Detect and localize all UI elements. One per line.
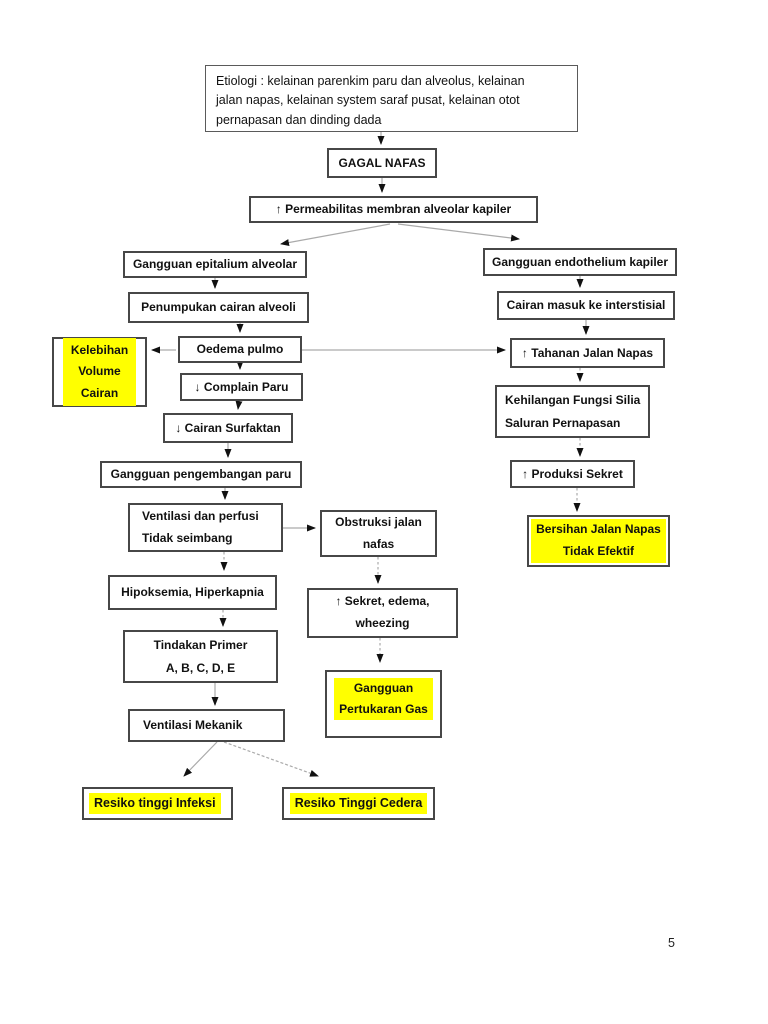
node-gangguan-epitalium-label: Gangguan epitalium alveolar [132, 257, 298, 271]
node-resiko-tinggi-infeksi-label: Resiko tinggi Infeksi [89, 792, 221, 815]
node-obstruksi-jalan-nafas: Obstruksi jalan nafas [320, 510, 437, 557]
node-gangguan-pertukaran-gas: Gangguan Pertukaran Gas [325, 670, 442, 738]
node-bersihan-jalan-napas: Bersihan Jalan Napas Tidak Efektif [527, 515, 670, 567]
node-etiologi-label: Etiologi : kelainan parenkim paru dan al… [216, 74, 525, 127]
node-produksi-sekret: ↑ Produksi Sekret [510, 460, 635, 488]
node-gagal-nafas-label: GAGAL NAFAS [338, 155, 426, 170]
node-permeabilitas-label: ↑ Permeabilitas membran alveolar kapiler [275, 202, 512, 216]
node-ventilasi-mekanik-label: Ventilasi Mekanik [143, 718, 243, 732]
page-number: 5 [668, 936, 675, 950]
node-tindakan-primer: Tindakan Primer A, B, C, D, E [123, 630, 278, 683]
node-kehilangan-fungsi-silia-label: Kehilangan Fungsi Silia Saluran Pernapas… [505, 393, 641, 430]
node-bersihan-jalan-napas-label: Bersihan Jalan Napas Tidak Efektif [531, 519, 666, 563]
node-penumpukan-cairan: Penumpukan cairan alveoli [128, 292, 309, 323]
node-cairan-surfaktan-label: ↓ Cairan Surfaktan [175, 420, 281, 435]
node-gangguan-pertukaran-gas-label: Gangguan Pertukaran Gas [334, 678, 433, 720]
node-ventilasi-perfusi-label: Ventilasi dan perfusi Tidak seimbang [142, 508, 259, 545]
node-permeabilitas: ↑ Permeabilitas membran alveolar kapiler [249, 196, 538, 223]
node-resiko-tinggi-infeksi: Resiko tinggi Infeksi [82, 787, 233, 820]
node-hipoksemia-hiperkapnia: Hipoksemia, Hiperkapnia [108, 575, 277, 610]
node-kelebihan-volume-cairan-label: Kelebihan Volume Cairan [62, 337, 137, 407]
node-sekret-edema-wheezing-label: ↑ Sekret, edema, wheezing [335, 594, 430, 630]
conn-mekanik-cedera [223, 741, 319, 777]
conn-permeabilitas-epitalium [280, 223, 391, 246]
conn-permeabilitas-endothelium [397, 223, 520, 242]
node-gangguan-endothelium-label: Gangguan endothelium kapiler [491, 254, 669, 269]
conn-mekanik-infeksi [183, 741, 218, 777]
node-complain-paru-label: ↓ Complain Paru [194, 379, 289, 394]
node-ventilasi-mekanik: Ventilasi Mekanik [128, 709, 285, 742]
node-penumpukan-cairan-label: Penumpukan cairan alveoli [141, 300, 296, 314]
node-gangguan-epitalium: Gangguan epitalium alveolar [123, 251, 307, 278]
node-etiologi: Etiologi : kelainan parenkim paru dan al… [205, 65, 578, 132]
node-hipoksemia-hiperkapnia-label: Hipoksemia, Hiperkapnia [121, 585, 264, 599]
node-complain-paru: ↓ Complain Paru [180, 373, 303, 401]
node-tindakan-primer-label: Tindakan Primer A, B, C, D, E [153, 637, 248, 675]
node-cairan-interstisial-label: Cairan masuk ke interstisial [506, 298, 666, 312]
node-obstruksi-jalan-nafas-label: Obstruksi jalan nafas [335, 514, 422, 551]
node-gangguan-pengembangan-paru-label: Gangguan pengembangan paru [110, 467, 292, 481]
node-gangguan-endothelium: Gangguan endothelium kapiler [483, 248, 677, 276]
node-tahanan-jalan-napas: ↑ Tahanan Jalan Napas [510, 338, 665, 368]
node-kelebihan-volume-cairan: Kelebihan Volume Cairan [52, 337, 147, 407]
node-kehilangan-fungsi-silia: Kehilangan Fungsi Silia Saluran Pernapas… [495, 385, 650, 438]
node-ventilasi-perfusi: Ventilasi dan perfusi Tidak seimbang [128, 503, 283, 552]
conn-complain-surfaktan [235, 400, 243, 410]
node-resiko-tinggi-cedera-label: Resiko Tinggi Cedera [289, 792, 428, 815]
node-gangguan-pengembangan-paru: Gangguan pengembangan paru [100, 461, 302, 488]
node-oedema-pulmo-label: Oedema pulmo [196, 342, 284, 356]
node-gagal-nafas: GAGAL NAFAS [327, 148, 437, 178]
node-tahanan-jalan-napas-label: ↑ Tahanan Jalan Napas [521, 345, 654, 360]
node-produksi-sekret-label: ↑ Produksi Sekret [522, 466, 623, 481]
node-sekret-edema-wheezing: ↑ Sekret, edema, wheezing [307, 588, 458, 638]
node-cairan-surfaktan: ↓ Cairan Surfaktan [163, 413, 293, 443]
node-resiko-tinggi-cedera: Resiko Tinggi Cedera [282, 787, 435, 820]
node-cairan-interstisial: Cairan masuk ke interstisial [497, 291, 675, 320]
node-oedema-pulmo: Oedema pulmo [178, 336, 302, 363]
